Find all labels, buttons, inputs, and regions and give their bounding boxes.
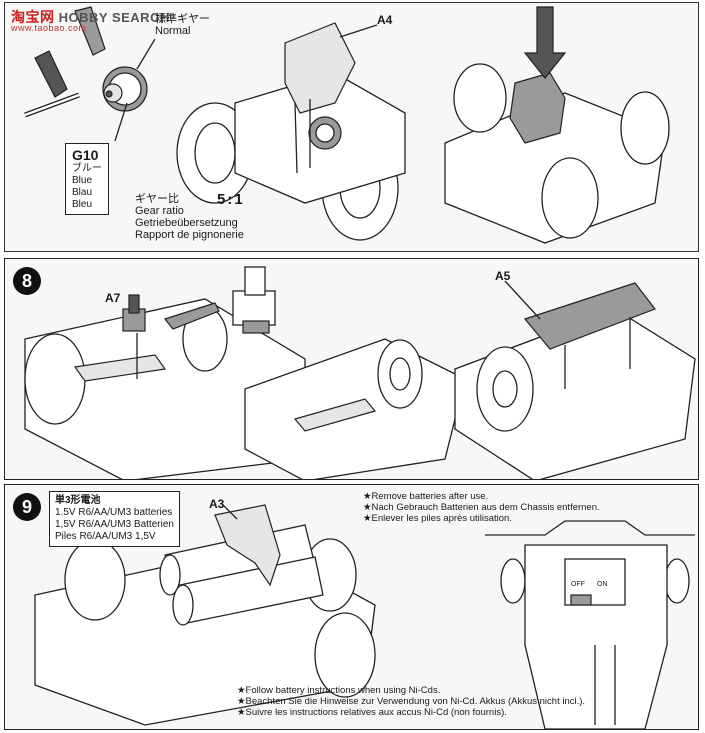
step8-illustration bbox=[24, 266, 696, 479]
switch-lever-part bbox=[73, 354, 167, 382]
step-number-9: 9 bbox=[13, 493, 41, 521]
step-panel-8: 8 A7 A5 bbox=[4, 258, 699, 480]
battery-clip-part bbox=[214, 504, 281, 587]
step-panel-9: 9 単3形電池 1.5V R6/AA/UM3 batteries bbox=[4, 484, 699, 730]
aa-battery-icon bbox=[159, 524, 324, 626]
part-label-a5: A5 bbox=[495, 269, 511, 283]
gear-ratio-value: 5:1 bbox=[217, 191, 245, 208]
gear-part-box: G10 ブルー Blue Blau Bleu bbox=[65, 143, 109, 215]
nicd-battery-notes: ★Follow battery instructions when using … bbox=[237, 685, 586, 718]
spur-gear-icon bbox=[102, 66, 148, 112]
step-panel-gear: 淘宝网 HOBBY SEARCH www.taobao.com 標準ギヤー No… bbox=[4, 2, 699, 252]
remove-batteries-notes: ★Remove batteries after use. ★Nach Gebra… bbox=[363, 491, 600, 524]
switch-on-label: ON bbox=[597, 581, 608, 588]
gear-normal-label: 標準ギヤー Normal bbox=[155, 13, 210, 37]
step9-illustration bbox=[34, 502, 695, 729]
switch-off-label: OFF bbox=[571, 581, 585, 588]
part-label-a7: A7 bbox=[105, 291, 121, 305]
gear-ratio-label: ギヤー比 Gear ratio Getriebeübersetzung Rapp… bbox=[135, 193, 244, 241]
gear-assembly-illustration bbox=[24, 6, 670, 244]
watermark: 淘宝网 HOBBY SEARCH www.taobao.com bbox=[11, 9, 170, 33]
power-switch-icon bbox=[570, 594, 592, 606]
switch-view-illustration bbox=[485, 520, 695, 729]
step-number-8: 8 bbox=[13, 267, 41, 295]
tweezer-tool-icon bbox=[74, 6, 106, 56]
switch-part-icon bbox=[232, 266, 276, 334]
part-label-a3: A3 bbox=[209, 497, 225, 511]
gear-cover-part bbox=[284, 22, 356, 114]
gear-cover-installed bbox=[509, 72, 566, 144]
battery-spec-box: 単3形電池 1.5V R6/AA/UM3 batteries 1,5V R6/A… bbox=[49, 491, 180, 547]
battery-cover-part bbox=[523, 282, 656, 350]
part-label-a4: A4 bbox=[377, 13, 393, 27]
